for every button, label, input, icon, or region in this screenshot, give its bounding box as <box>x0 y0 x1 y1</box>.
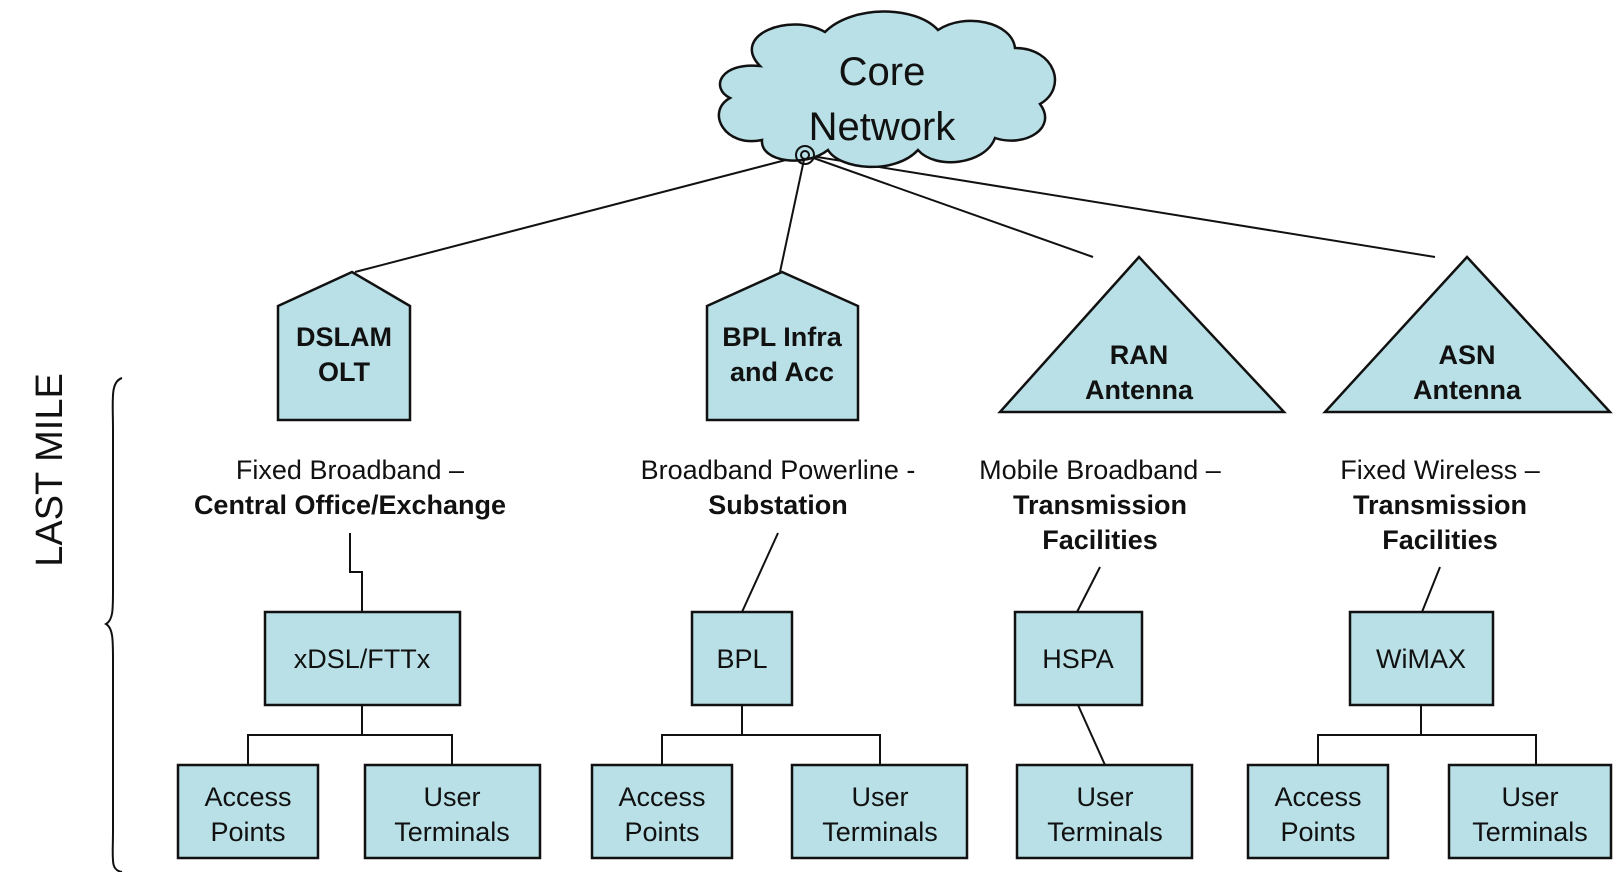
core-title-line1: Core <box>839 50 926 94</box>
connector-caption-xdsl <box>349 533 363 612</box>
node-shape-triangle <box>997 255 1287 414</box>
node-shape-pentagon <box>705 270 860 422</box>
connector-core-dslam <box>354 154 806 273</box>
caption-line1: Fixed Wireless – <box>1340 455 1540 485</box>
connection-point-inner <box>800 150 810 160</box>
leaf-label-line2: Terminals <box>822 817 938 847</box>
core-network-cloud: Core Network <box>717 10 1057 169</box>
leaf-access-points: Access Points <box>1246 763 1390 860</box>
core-title-line2: Network <box>809 105 957 149</box>
core-connectors <box>354 154 1436 273</box>
leaf-label-line2: Terminals <box>1472 817 1588 847</box>
tech-box <box>263 610 462 707</box>
curly-brace <box>103 377 123 872</box>
leaf-box <box>176 763 320 860</box>
tech-label: WiMAX <box>1376 644 1466 674</box>
tech-xdsl-fttx: xDSL/FTTx <box>263 610 462 707</box>
caption-line2: Transmission <box>1013 490 1187 520</box>
leaf-label-line1: User <box>851 782 908 812</box>
caption-fixed-broadband: Fixed Broadband – Central Office/Exchang… <box>194 455 506 520</box>
node-label-line2: and Acc <box>730 357 834 387</box>
leaf-label-line2: Terminals <box>394 817 510 847</box>
tech-label: HSPA <box>1042 644 1114 674</box>
leaf-box <box>363 763 542 860</box>
connector-core-asn <box>804 154 1436 258</box>
leaf-label-line1: User <box>1501 782 1558 812</box>
caption-broadband-powerline: Broadband Powerline - Substation <box>641 455 916 520</box>
node-label-line2: Antenna <box>1085 375 1194 405</box>
connector-caption-hspa <box>1076 566 1101 613</box>
leaf-connectors <box>247 704 1537 766</box>
leaf-box <box>1246 763 1390 860</box>
tech-label: xDSL/FTTx <box>294 644 431 674</box>
leaf-label-line2: Points <box>624 817 699 847</box>
node-ran-antenna: RAN Antenna <box>997 255 1287 414</box>
caption-fixed-wireless: Fixed Wireless – Transmission Facilities <box>1340 455 1540 555</box>
node-label-line2: Antenna <box>1413 375 1522 405</box>
caption-line2: Substation <box>708 490 848 520</box>
leaf-box <box>790 763 969 860</box>
leaf-box <box>590 763 734 860</box>
leaf-label-line1: User <box>1076 782 1133 812</box>
connector-caption-bpl <box>741 532 779 613</box>
connection-point <box>795 145 815 165</box>
last-mile-label: LAST MILE <box>29 373 71 567</box>
tech-box <box>1013 610 1144 707</box>
tech-box <box>1348 610 1495 707</box>
connector-hspa-leaf <box>1077 704 1106 766</box>
leaf-label-line1: User <box>423 782 480 812</box>
caption-line2: Transmission <box>1353 490 1527 520</box>
last-mile-annotation: LAST MILE <box>29 373 123 872</box>
cloud-shape <box>717 10 1057 169</box>
leaf-label-line1: Access <box>618 782 705 812</box>
node-label-line1: ASN <box>1438 340 1495 370</box>
node-asn-antenna: ASN Antenna <box>1322 255 1613 414</box>
leaf-user-terminals: User Terminals <box>790 763 969 860</box>
node-shape-triangle <box>1322 255 1613 414</box>
tech-bpl: BPL <box>690 610 794 707</box>
connector-xdsl-branch <box>247 734 453 765</box>
caption-line3: Facilities <box>1042 525 1158 555</box>
leaf-user-terminals: User Terminals <box>363 763 542 860</box>
caption-line1: Fixed Broadband – <box>236 455 464 485</box>
tech-wimax: WiMAX <box>1348 610 1495 707</box>
connector-bpl-branch <box>661 734 881 765</box>
leaf-label-line2: Points <box>210 817 285 847</box>
node-shape-pentagon <box>276 270 412 422</box>
caption-mobile-broadband: Mobile Broadband – Transmission Faciliti… <box>979 455 1221 555</box>
connector-core-bpl <box>779 154 806 273</box>
leaf-access-points: Access Points <box>176 763 320 860</box>
caption-line1: Broadband Powerline - <box>641 455 916 485</box>
leaf-box <box>1447 763 1613 860</box>
tech-hspa: HSPA <box>1013 610 1144 707</box>
connector-core-ran <box>804 154 1094 258</box>
connector-wimax-branch <box>1317 734 1537 765</box>
tech-label: BPL <box>716 644 767 674</box>
leaf-label-line1: Access <box>204 782 291 812</box>
node-label-line2: OLT <box>318 357 370 387</box>
leaf-user-terminals: User Terminals <box>1447 763 1613 860</box>
caption-connectors <box>349 532 1441 613</box>
leaf-user-terminals: User Terminals <box>1015 763 1194 860</box>
leaf-access-points: Access Points <box>590 763 734 860</box>
caption-line2: Central Office/Exchange <box>194 490 506 520</box>
node-label-line1: BPL Infra <box>722 322 843 352</box>
node-label-line1: RAN <box>1110 340 1169 370</box>
connector-caption-wimax <box>1421 566 1441 613</box>
leaf-label-line2: Terminals <box>1047 817 1163 847</box>
node-bpl-infra: BPL Infra and Acc <box>705 270 860 422</box>
caption-line1: Mobile Broadband – <box>979 455 1221 485</box>
leaf-box <box>1015 763 1194 860</box>
leaf-label-line1: Access <box>1274 782 1361 812</box>
leaf-label-line2: Points <box>1280 817 1355 847</box>
node-label-line1: DSLAM <box>296 322 392 352</box>
caption-line3: Facilities <box>1382 525 1498 555</box>
node-dslam-olt: DSLAM OLT <box>276 270 412 422</box>
